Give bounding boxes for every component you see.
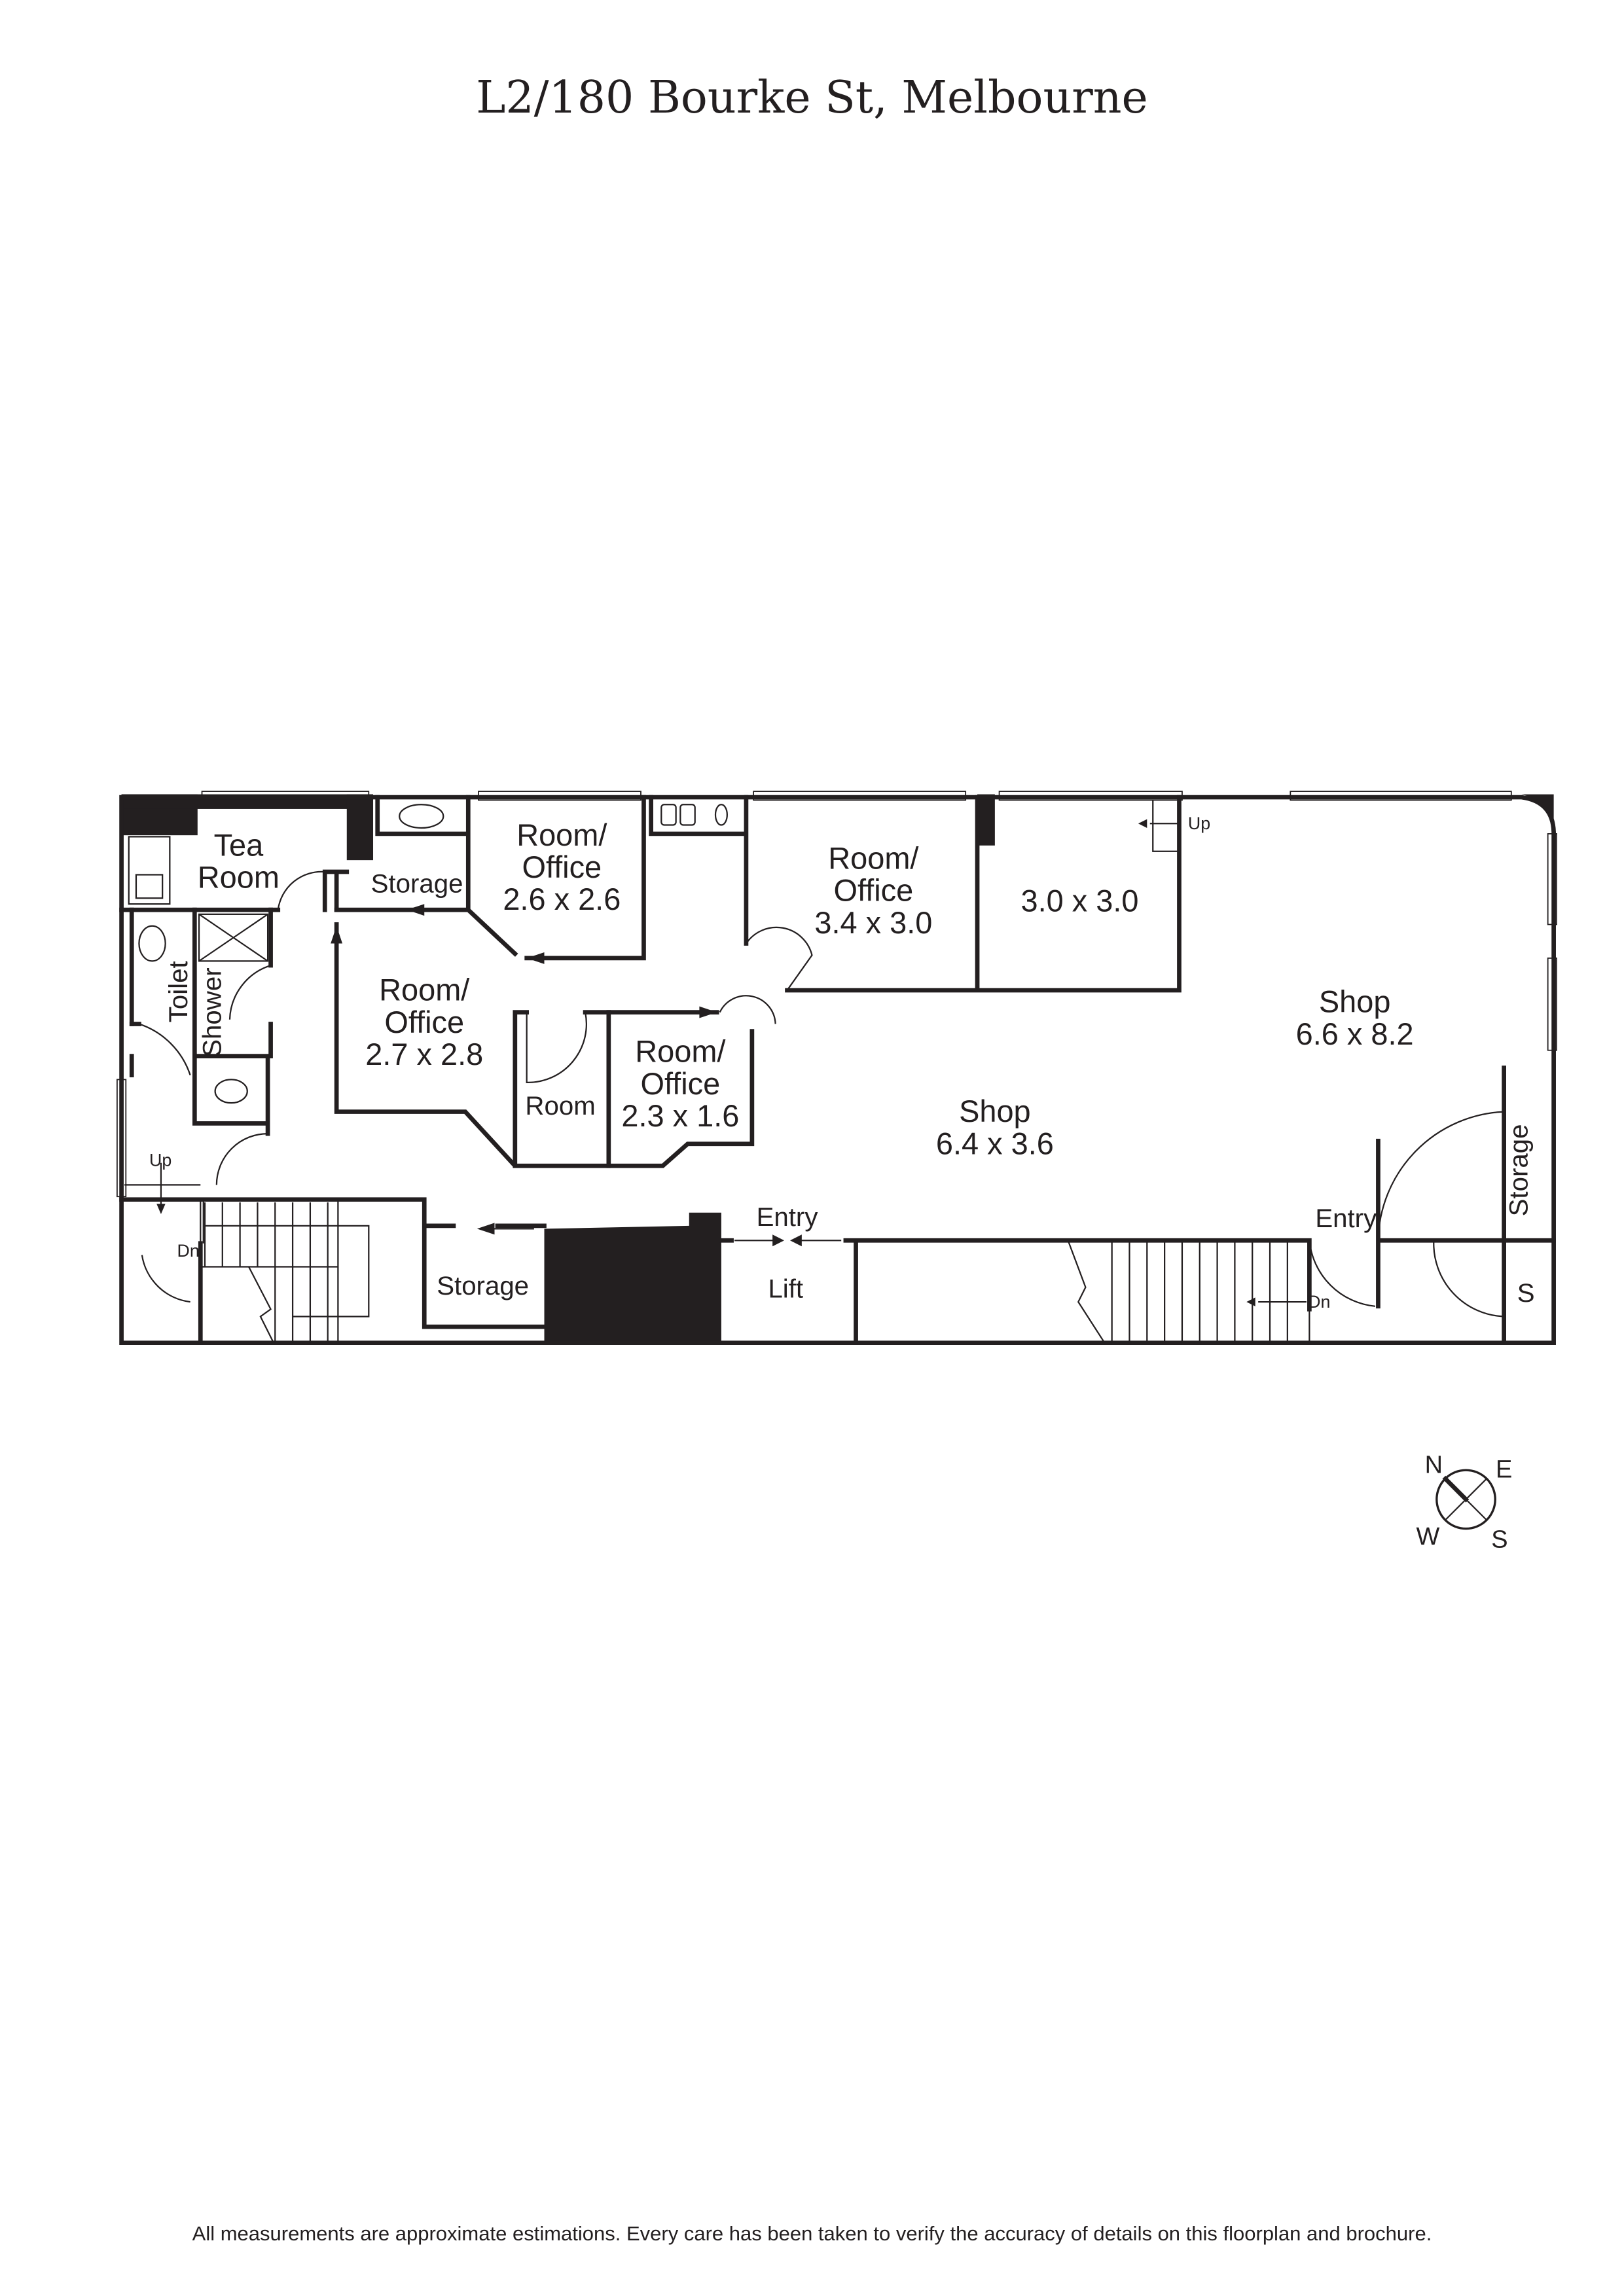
fixtures: [124, 804, 1504, 1344]
office-label: Office: [834, 874, 914, 908]
office-label: Office: [384, 1005, 464, 1039]
storage-label: Storage: [437, 1271, 529, 1300]
shop-label: Shop: [959, 1094, 1031, 1128]
room-dimensions: 3.0 x 3.0: [1020, 884, 1138, 918]
compass-s: S: [1491, 1526, 1507, 1554]
shop-label: Shop: [1319, 985, 1391, 1019]
office-label: Room/: [379, 973, 470, 1007]
tea-room-label: Tea: [214, 828, 264, 862]
office-dimensions: 2.7 x 2.8: [365, 1037, 483, 1071]
lift-label: Lift: [768, 1274, 803, 1303]
toilet-label: Toilet: [164, 961, 193, 1022]
s-label: S: [1517, 1278, 1535, 1308]
storage-label: Storage: [371, 869, 463, 898]
office-label: Room/: [828, 842, 919, 876]
stairs-down-label: Dn: [1308, 1292, 1330, 1312]
entry-label: Entry: [1315, 1204, 1377, 1233]
office-dimensions: 2.3 x 1.6: [621, 1099, 739, 1133]
storage-label: Storage: [1504, 1124, 1533, 1217]
stairs-up-label: Up: [1188, 814, 1210, 833]
office-label: Office: [640, 1067, 720, 1101]
stairs-up-label: Up: [149, 1150, 171, 1170]
office-label: Room/: [516, 818, 607, 852]
tea-room-label: Room: [198, 861, 280, 895]
shower-label: Shower: [198, 967, 227, 1056]
compass-w: W: [1416, 1523, 1439, 1551]
office-label: Room/: [635, 1035, 726, 1069]
shop-dimensions: 6.4 x 3.6: [936, 1126, 1054, 1160]
office-dimensions: 3.4 x 3.0: [814, 906, 932, 940]
stairs-down-label: Dn: [177, 1241, 200, 1261]
shop-dimensions: 6.6 x 8.2: [1296, 1017, 1414, 1051]
office-label: Office: [522, 850, 602, 884]
compass-icon: N E W S: [1416, 1452, 1512, 1554]
room-label: Room: [525, 1091, 595, 1121]
office-dimensions: 2.6 x 2.6: [503, 882, 621, 916]
compass-e: E: [1496, 1456, 1512, 1483]
page-title: L2/180 Bourke St, Melbourne: [476, 72, 1148, 124]
compass-n: N: [1425, 1452, 1443, 1479]
disclaimer: All measurements are approximate estimat…: [192, 2222, 1432, 2245]
entry-label: Entry: [757, 1202, 819, 1232]
